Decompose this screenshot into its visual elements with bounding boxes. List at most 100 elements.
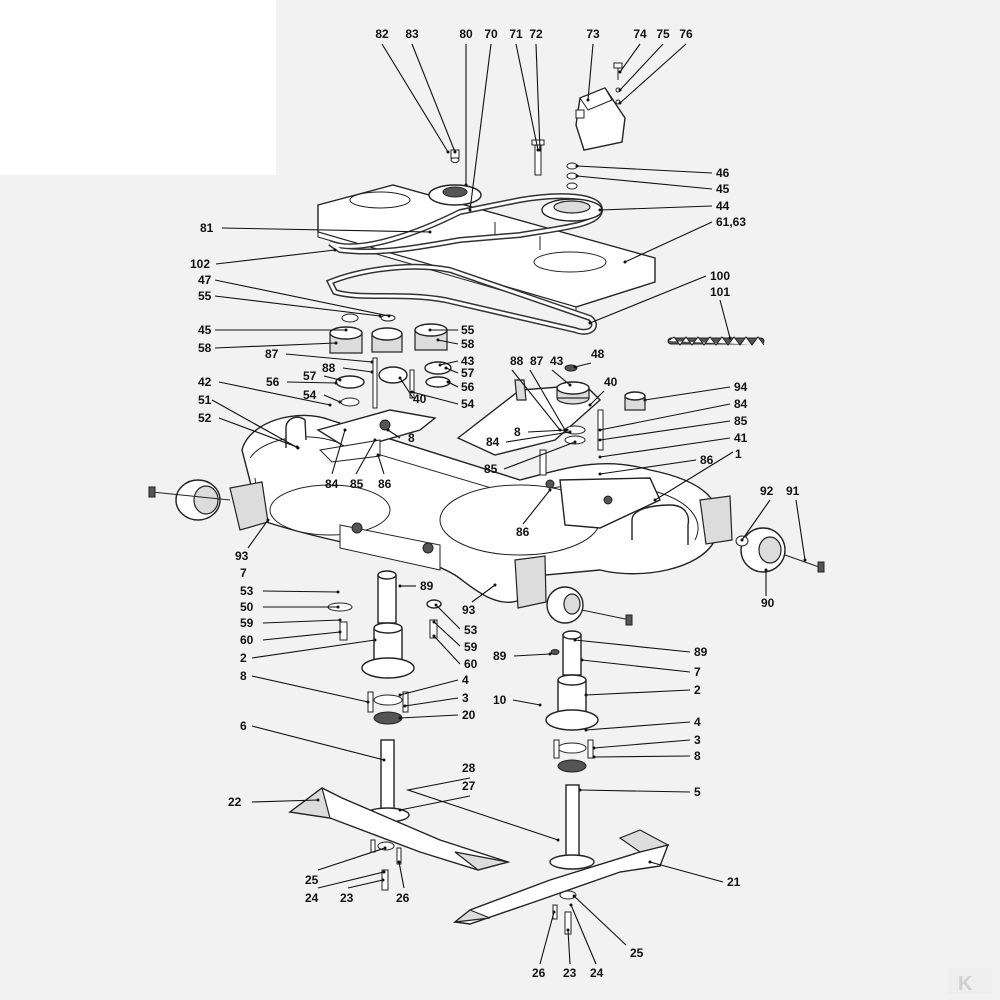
callout-label-83: 83 [405, 27, 419, 41]
callout-label-4: 4 [462, 673, 469, 687]
leader-line-44 [599, 205, 713, 211]
leader-end-dot [378, 314, 382, 318]
leader-end-dot [436, 338, 440, 342]
callout-label-43: 43 [550, 354, 564, 368]
callout-label-53: 53 [240, 584, 254, 598]
leader-line-46 [576, 165, 713, 174]
callout-label-44: 44 [716, 199, 730, 213]
callout-label-84: 84 [734, 397, 748, 411]
leader-line-82 [381, 43, 449, 153]
leader-line-22 [251, 799, 319, 803]
callout-label-40: 40 [604, 375, 618, 389]
leader-end-dot [403, 704, 407, 708]
leader-end-dot [376, 453, 380, 457]
leader-line-7 [581, 659, 691, 673]
leader-end-dot [266, 518, 270, 522]
leader-end-dot [432, 620, 436, 624]
callout-leaders [211, 43, 807, 965]
callout-label-57: 57 [461, 366, 475, 380]
leader-line-3 [593, 739, 691, 749]
leader-end-dot [598, 428, 602, 432]
leader-line-93 [247, 519, 269, 549]
callout-label-82: 82 [375, 27, 389, 41]
leader-end-dot [453, 150, 457, 154]
callout-label-8: 8 [514, 425, 521, 439]
callout-label-73: 73 [586, 27, 600, 41]
leader-line-23 [347, 879, 384, 889]
deck-bracket-right [559, 477, 661, 529]
leader-line-43 [439, 360, 459, 366]
leader-line-8 [387, 429, 401, 439]
callout-label-102: 102 [190, 257, 210, 271]
callout-label-2: 2 [240, 651, 247, 665]
callout-label-42: 42 [198, 375, 212, 389]
leader-end-dot [493, 583, 497, 587]
leader-end-dot [410, 390, 414, 394]
leader-line-56 [447, 381, 459, 388]
leader-line-4 [399, 679, 459, 696]
callout-label-86: 86 [378, 477, 392, 491]
leader-line-8 [593, 755, 691, 758]
leader-end-dot [338, 630, 342, 634]
leader-line-87 [529, 369, 566, 431]
callout-label-88: 88 [322, 361, 336, 375]
leader-end-dot [575, 174, 579, 178]
callout-label-23: 23 [340, 891, 354, 905]
callout-label-89: 89 [694, 645, 708, 659]
callout-label-71: 71 [509, 27, 523, 41]
callout-label-88: 88 [510, 354, 524, 368]
spindle-right [545, 630, 599, 935]
leader-line-26 [539, 911, 555, 965]
spacer-94 [624, 391, 646, 411]
leader-end-dot [373, 438, 377, 442]
callout-label-57: 57 [303, 369, 317, 383]
callout-label-61-63: 61,63 [716, 215, 746, 229]
leader-line-25 [573, 895, 627, 946]
leader-line-55 [214, 295, 381, 317]
callout-label-40: 40 [413, 392, 427, 406]
callout-label-76: 76 [679, 27, 693, 41]
callout-label-59: 59 [464, 640, 478, 654]
callout-label-7: 7 [240, 566, 247, 580]
leader-line-24 [317, 871, 385, 889]
gauge-wheel-left [148, 479, 231, 521]
leader-end-dot [538, 703, 542, 707]
callout-label-86: 86 [516, 525, 530, 539]
callout-label-26: 26 [532, 966, 546, 980]
blade-right [452, 829, 670, 925]
callout-label-50: 50 [240, 600, 254, 614]
leader-end-dot [573, 638, 577, 642]
callout-label-87: 87 [265, 347, 279, 361]
leader-end-dot [444, 366, 448, 370]
leader-end-dot [295, 445, 299, 449]
leader-line-28 [405, 777, 559, 841]
pulley-44 [541, 162, 603, 222]
callout-label-101: 101 [710, 285, 730, 299]
callout-label-48: 48 [591, 347, 605, 361]
leader-line-54 [323, 394, 341, 403]
leader-line-93 [471, 584, 496, 603]
leader-end-dot [446, 150, 450, 154]
leader-end-dot [386, 428, 390, 432]
blade-left [288, 786, 511, 871]
leader-end-dot [578, 788, 582, 792]
callout-label-47: 47 [198, 273, 212, 287]
callout-label-72: 72 [529, 27, 543, 41]
callout-label-20: 20 [462, 708, 476, 722]
leader-line-8 [527, 429, 568, 433]
leader-end-dot [584, 728, 588, 732]
leader-end-dot [334, 381, 338, 385]
callout-label-3: 3 [462, 691, 469, 705]
leader-line-74 [619, 43, 641, 73]
leader-line-101 [719, 299, 731, 339]
callout-label-56: 56 [461, 380, 475, 394]
leader-line-60 [433, 635, 461, 665]
lower-belt [325, 263, 597, 335]
callout-label-21: 21 [727, 875, 741, 889]
leader-line-70 [469, 43, 492, 211]
leader-line-23 [567, 929, 571, 965]
leader-line-88 [342, 367, 373, 373]
leader-end-dot [398, 376, 402, 380]
callout-label-58: 58 [198, 341, 212, 355]
